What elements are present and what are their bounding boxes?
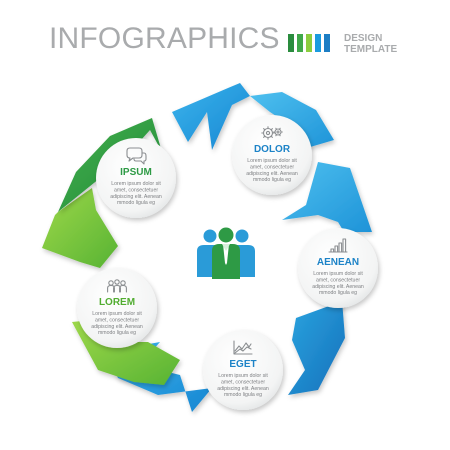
subtitle-line-2: TEMPLATE xyxy=(344,44,398,55)
color-bar xyxy=(297,34,303,52)
node-description-line: mmodo ligula eg xyxy=(224,392,262,398)
node-title: EGET xyxy=(229,359,256,370)
node-description-line: mmodo ligula eg xyxy=(319,290,357,296)
node-circle xyxy=(203,330,283,410)
node-title: LOREM xyxy=(99,297,135,308)
node-description-line: amet, consectetuer xyxy=(221,379,265,385)
node-description-line: Lorem ipsum dolor sit xyxy=(92,311,142,317)
node-circle xyxy=(77,268,157,348)
line-chart-icon xyxy=(233,340,253,355)
node-description-line: adipiscing elit. Aenean xyxy=(246,171,298,177)
node-description-line: adipiscing elit. Aenean xyxy=(217,386,269,392)
color-bars-icon xyxy=(288,34,330,52)
node-description-line: Lorem ipsum dolor sit xyxy=(247,158,297,164)
node-description-line: mmodo ligula eg xyxy=(253,177,291,183)
node-title: IPSUM xyxy=(120,167,152,178)
group-icon xyxy=(107,279,127,293)
node-description-line: Lorem ipsum dolor sit xyxy=(218,373,268,379)
node-description-line: mmodo ligula eg xyxy=(98,330,136,336)
node-circle xyxy=(96,138,176,218)
node-circle xyxy=(298,228,378,308)
node-circle xyxy=(232,115,312,195)
node-description-line: mmodo ligula eg xyxy=(117,200,155,206)
arrow-right-lower xyxy=(288,300,345,395)
color-bar xyxy=(324,34,330,52)
node-title: AENEAN xyxy=(317,257,359,268)
node-description-line: amet, consectetuer xyxy=(316,277,360,283)
node-description-line: Lorem ipsum dolor sit xyxy=(313,271,363,277)
arrow-top xyxy=(172,83,250,150)
subtitle-line-1: DESIGN xyxy=(344,33,383,44)
page-subtitle: DESIGN TEMPLATE xyxy=(344,33,424,55)
header: INFOGRAPHICS DESIGN TEMPLATE xyxy=(0,0,450,64)
chat-icon xyxy=(126,147,147,165)
node-description-line: amet, consectetuer xyxy=(95,317,139,323)
node-description-line: adipiscing elit. Aenean xyxy=(91,324,143,330)
arrow-right-upper xyxy=(282,162,372,232)
page-title: INFOGRAPHICS xyxy=(49,22,280,55)
gears-icon xyxy=(261,126,283,140)
node-description-line: Lorem ipsum dolor sit xyxy=(111,181,161,187)
color-bar xyxy=(306,34,312,52)
color-bar xyxy=(288,34,294,52)
team-icon xyxy=(197,227,255,279)
bar-chart-icon xyxy=(328,238,348,253)
node-description-line: amet, consectetuer xyxy=(114,187,158,193)
color-bar xyxy=(315,34,321,52)
arrow-left xyxy=(42,188,118,268)
node-description-line: adipiscing elit. Aenean xyxy=(312,284,364,290)
node-description-line: amet, consectetuer xyxy=(250,164,294,170)
node-description-line: adipiscing elit. Aenean xyxy=(110,194,162,200)
node-title: DOLOR xyxy=(254,144,291,155)
